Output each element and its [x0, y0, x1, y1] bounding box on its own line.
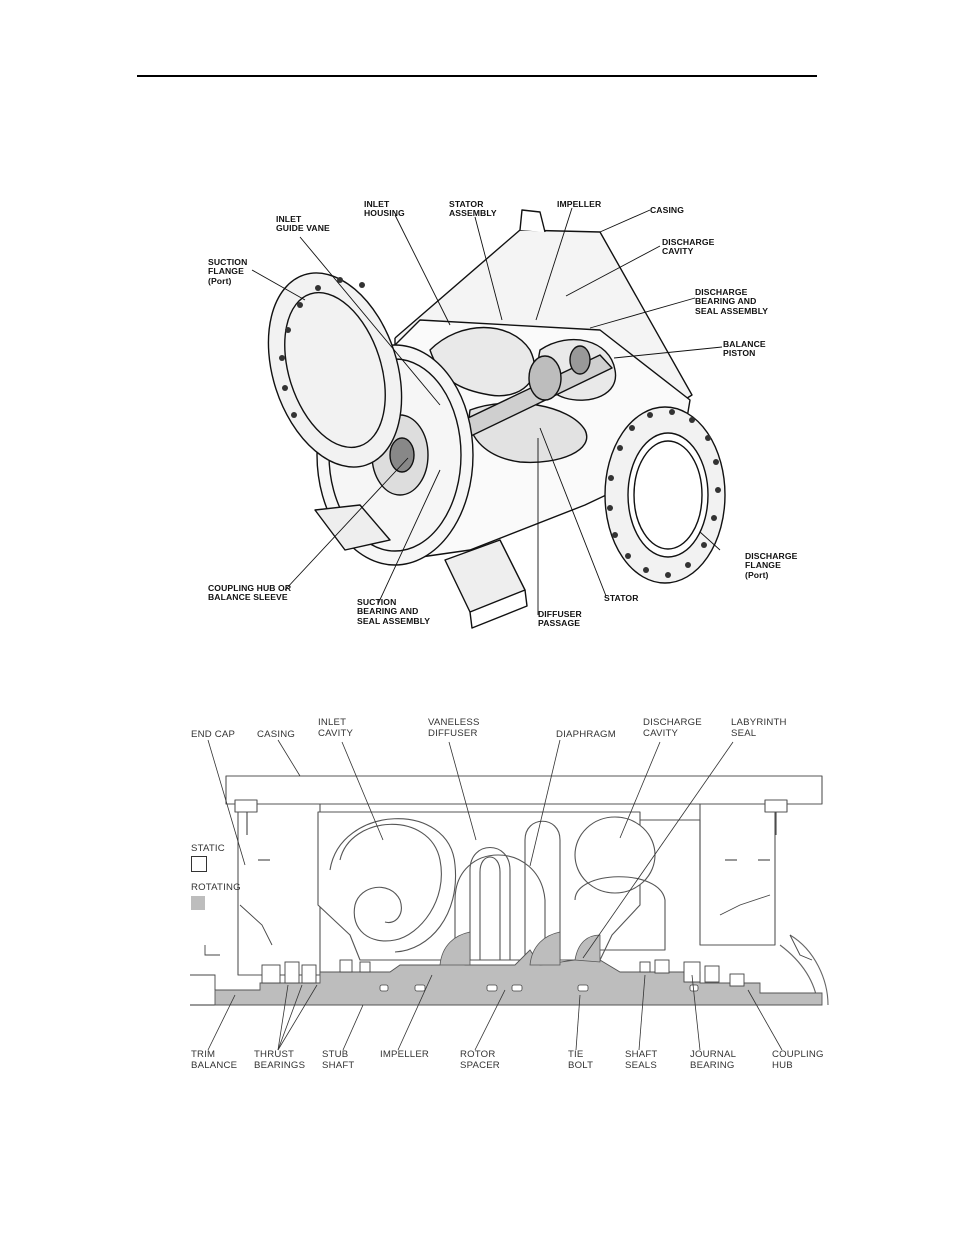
label-discharge-cavity: DISCHARGE CAVITY: [662, 237, 715, 257]
label-labyrinth-seal: LABYRINTH SEAL: [731, 717, 787, 739]
cutaway-illustration: [251, 207, 726, 629]
label-diaphragm: DIAPHRAGM: [556, 729, 616, 740]
label-vaneless-diffuser: VANELESS DIFFUSER: [428, 717, 480, 739]
label-balance-piston: BALANCE PISTON: [723, 339, 766, 359]
end-cap-right: [699, 804, 776, 946]
label-diffuser-passage: DIFFUSER PASSAGE: [538, 609, 582, 629]
label-inlet-housing: INLET HOUSING: [364, 199, 405, 219]
label-impeller: IMPELLER: [557, 199, 602, 209]
label-stator-assembly: STATOR ASSEMBLY: [449, 199, 497, 219]
label-impeller-section: IMPELLER: [380, 1049, 430, 1060]
suction-flange-ring: [267, 272, 403, 468]
label-journal-bearing: JOURNAL BEARING: [690, 1049, 737, 1071]
label-stub-shaft: STUB SHAFT: [322, 1049, 355, 1071]
legend-static-label: STATIC: [191, 843, 225, 854]
label-discharge-flange: DISCHARGE FLANGE (Port): [745, 551, 798, 580]
label-discharge-bearing-seal: DISCHARGE BEARING AND SEAL ASSEMBLY: [695, 287, 769, 316]
label-shaft-seals: SHAFT SEALS: [625, 1049, 658, 1071]
label-stator: STATOR: [604, 593, 639, 603]
legend-static-swatch: [191, 856, 207, 872]
end-cap-left: [237, 804, 321, 976]
label-casing-section: CASING: [257, 729, 295, 740]
casing-band: [225, 775, 823, 805]
label-tie-bolt: TIE BOLT: [568, 1049, 594, 1071]
inlet-cavity-shape: [339, 823, 442, 942]
label-thrust-bearings: THRUST BEARINGS: [254, 1049, 306, 1071]
label-discharge-cavity-section: DISCHARGE CAVITY: [643, 717, 702, 739]
label-rotor-spacer: ROTOR SPACER: [460, 1049, 500, 1071]
legend-rotating-label: ROTATING: [191, 882, 241, 893]
discharge-cavity-shape: [574, 816, 656, 894]
diaphragm-shape: [454, 854, 546, 961]
header-rule: [137, 75, 817, 77]
label-coupling-hub-section: COUPLING HUB: [772, 1049, 824, 1071]
label-inlet-cavity: INLET CAVITY: [318, 717, 354, 739]
label-suction-bearing-seal: SUCTION BEARING AND SEAL ASSEMBLY: [357, 597, 431, 626]
legend-rotating-swatch: [191, 896, 205, 910]
label-suction-flange: SUCTION FLANGE (Port): [208, 257, 248, 286]
label-trim-balance: TRIM BALANCE: [191, 1049, 238, 1071]
label-inlet-guide-vane: INLET GUIDE VANE: [276, 214, 330, 234]
label-coupling-hub: COUPLING HUB OR BALANCE SLEEVE: [208, 583, 292, 603]
vaneless-diffuser-shape: [469, 846, 511, 960]
label-casing: CASING: [650, 205, 685, 215]
label-end-cap: END CAP: [191, 729, 236, 740]
